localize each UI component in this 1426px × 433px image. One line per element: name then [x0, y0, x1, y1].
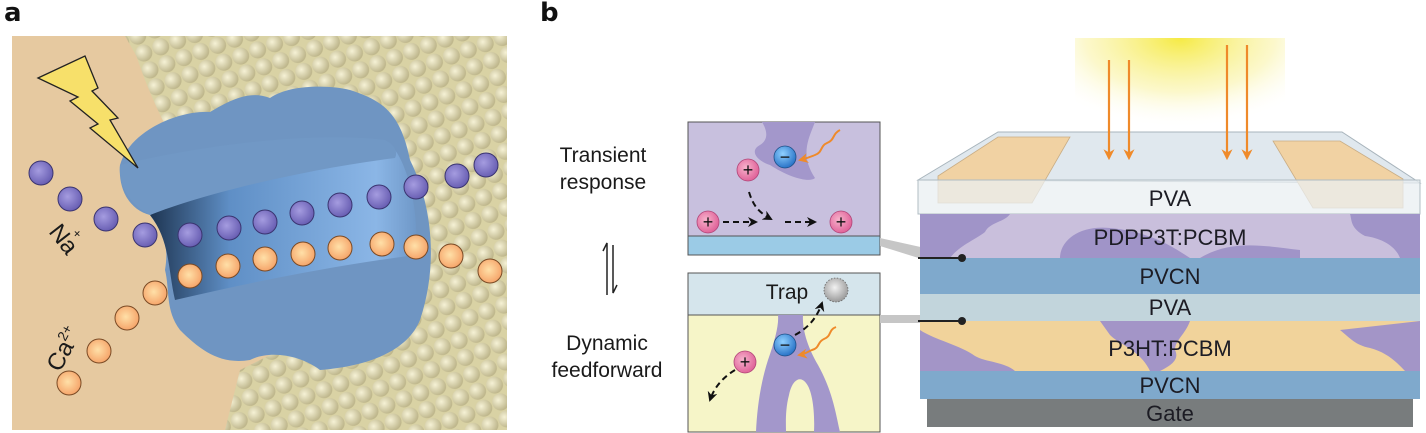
- layer-label-p3ht-pcbm: P3HT:PCBM: [1108, 336, 1231, 361]
- layer-gate: [927, 399, 1413, 427]
- positive-charge-symbol: +: [740, 352, 751, 372]
- inset-transient-response: − + + +: [687, 121, 881, 256]
- positive-charge-symbol: +: [703, 212, 714, 232]
- callout-wedge-top: [880, 238, 925, 260]
- layer-label-pvcn-bottom: PVCN: [1139, 373, 1200, 398]
- calcium-ion: [86, 338, 112, 364]
- positive-charge-symbol: +: [743, 160, 754, 180]
- calcium-ion: [369, 231, 395, 257]
- channel-lip: [119, 137, 397, 215]
- positive-charge: [733, 350, 757, 374]
- sodium-ion: [57, 186, 83, 212]
- p3ht-domain: [920, 330, 1015, 371]
- calcium-ion: [290, 241, 316, 267]
- p3ht-domain: [1100, 321, 1190, 371]
- calcium-ion: [403, 234, 429, 260]
- lightning-bolt-icon: [36, 55, 139, 169]
- calcium-ion-row: [56, 231, 503, 396]
- sodium-ion: [289, 200, 315, 226]
- pdpp3t-domain: [1060, 227, 1190, 258]
- state-label-dynamic-line1: Dynamic: [566, 332, 648, 355]
- layer-label-pvcn-top: PVCN: [1139, 264, 1200, 289]
- sodium-ion: [216, 215, 242, 241]
- panel-label-a: a: [4, 0, 22, 28]
- state-label-transient: Transient response: [543, 142, 663, 196]
- positive-charge: [736, 158, 760, 182]
- contact-lead-bottom: [918, 317, 966, 325]
- state-label-dynamic: Dynamic feedforward: [541, 330, 673, 384]
- calcium-ion: [114, 305, 140, 331]
- layer-label-gate: Gate: [1146, 401, 1194, 426]
- panel-label-b: b: [540, 0, 559, 28]
- pdpp3t-domain: [1350, 214, 1420, 258]
- positive-charge-symbol: +: [836, 212, 847, 232]
- calcium-ion: [438, 243, 464, 269]
- sodium-ion: [444, 163, 470, 189]
- pdpp3t-domain: [920, 214, 1010, 258]
- sodium-ion: [327, 192, 353, 218]
- layer-label-pva-middle: PVA: [1149, 295, 1192, 320]
- negative-charge-symbol: −: [780, 147, 791, 167]
- calcium-ion: [56, 370, 82, 396]
- sodium-ion: [132, 222, 158, 248]
- sodium-ion: [93, 206, 119, 232]
- p3ht-domain: [1340, 321, 1420, 371]
- layer-label-pva-top: PVA: [1149, 186, 1192, 211]
- calcium-charge: 2+: [54, 322, 76, 344]
- negative-charge: [773, 145, 797, 169]
- sodium-ion: [252, 209, 278, 235]
- inset-dynamic-feedforward: Trap − +: [687, 272, 881, 433]
- layer-pvcn-top: [920, 258, 1420, 294]
- state-label-dynamic-line2: feedforward: [551, 359, 663, 382]
- trap-state: [823, 277, 849, 303]
- pdpp3t-domain: [1200, 245, 1300, 258]
- negative-charge-symbol: −: [780, 335, 791, 355]
- sodium-ion: [28, 160, 54, 186]
- sodium-ion-row: [28, 152, 499, 248]
- calcium-ion: [252, 246, 278, 272]
- calcium-ion: [215, 253, 241, 279]
- trap-label: Trap: [766, 281, 808, 304]
- state-label-transient-line1: Transient: [559, 144, 647, 167]
- sodium-ion: [177, 222, 203, 248]
- sodium-ion: [366, 184, 392, 210]
- layer-pva-middle: [920, 294, 1420, 321]
- light-arrows: [1103, 45, 1253, 161]
- sodium-ion: [403, 174, 429, 200]
- positive-charge: [829, 210, 853, 234]
- layer-label-pdpp3t-pcbm: PDPP3T:PCBM: [1094, 225, 1247, 250]
- callout-wedge-bottom: [880, 315, 925, 323]
- sodium-ion: [473, 152, 499, 178]
- contact-lead-top: [918, 254, 966, 262]
- device-stack: PVA PDPP3T:PCBM PVCN PVA P3HT:PCBM PVCN …: [916, 38, 1422, 427]
- calcium-ion: [477, 258, 503, 284]
- state-label-transient-line2: response: [559, 171, 647, 194]
- equilibrium-arrows-icon: [602, 242, 618, 295]
- lipid-membrane-upper: [125, 36, 450, 110]
- calcium-ion: [142, 280, 168, 306]
- positive-charge: [696, 210, 720, 234]
- layer-pvcn-bottom: [920, 371, 1420, 399]
- calcium-ion: [177, 263, 203, 289]
- calcium-ion: [327, 235, 353, 261]
- negative-charge: [773, 333, 797, 357]
